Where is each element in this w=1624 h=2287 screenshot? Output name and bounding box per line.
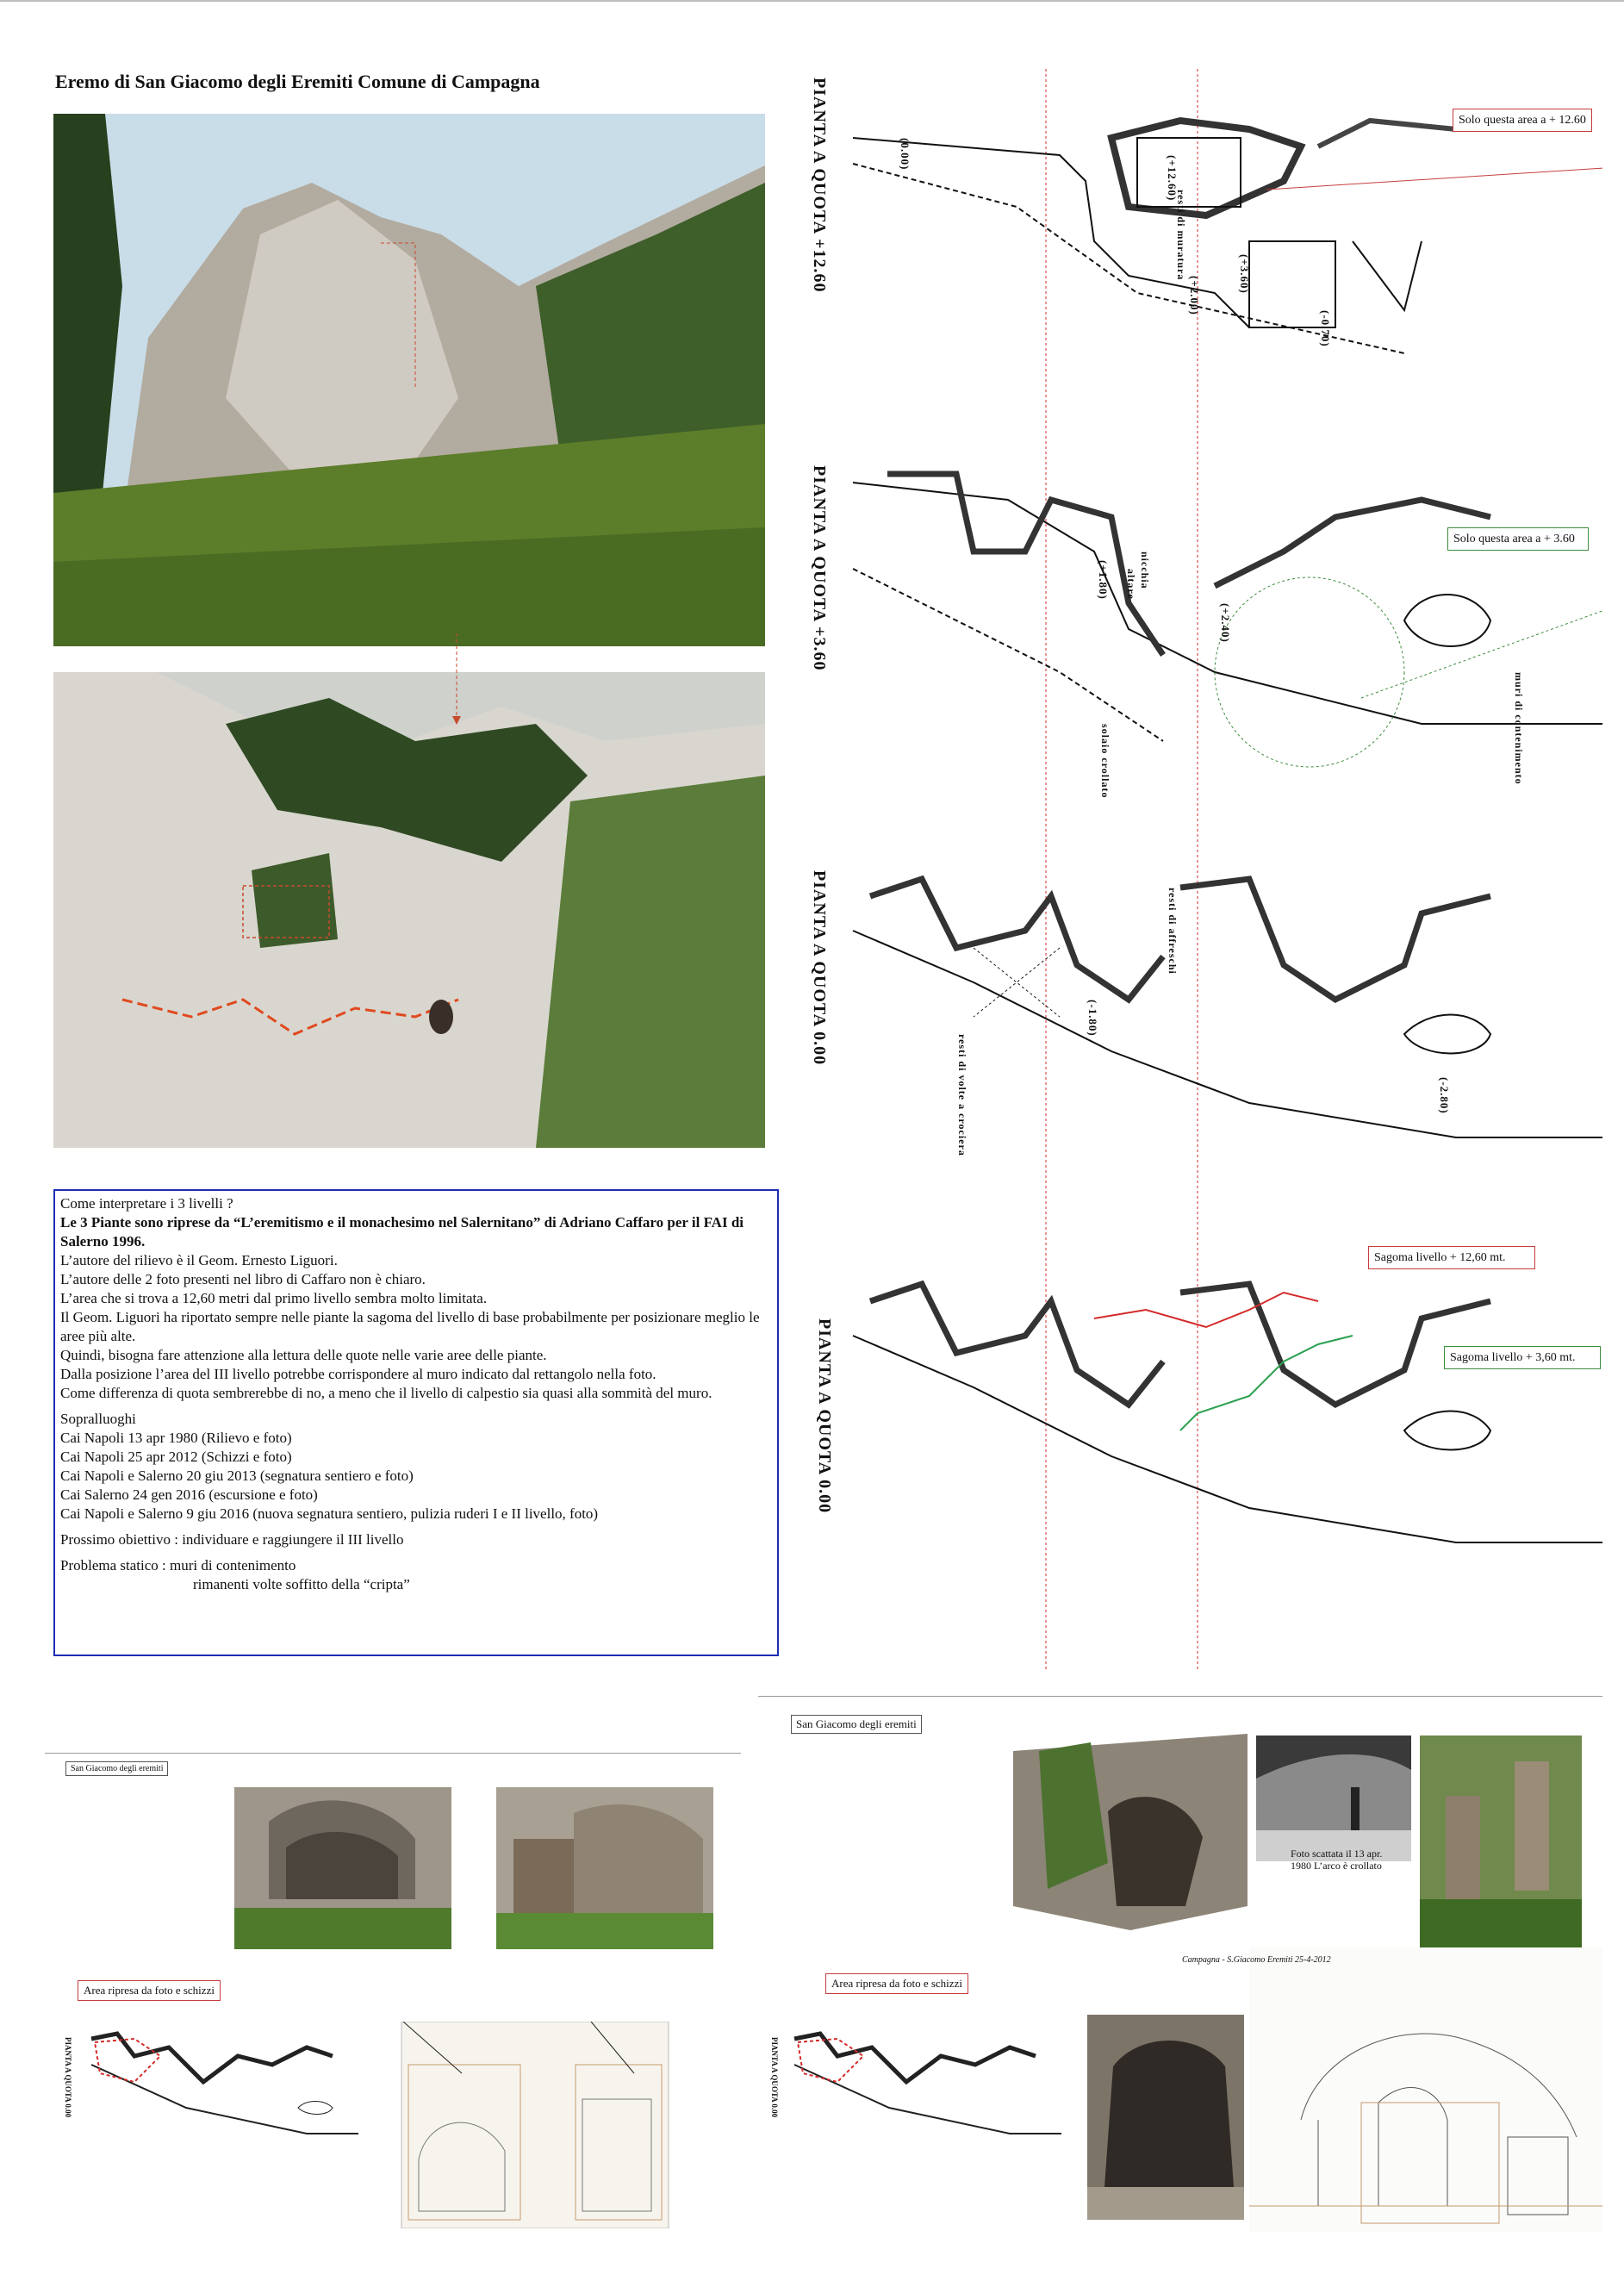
text-line: Come differenza di quota sembrerebbe di … bbox=[60, 1385, 712, 1401]
text-line: Dalla posizione l’area del III livello p… bbox=[60, 1366, 656, 1382]
plan-word: resti di volte a crociera bbox=[956, 1034, 968, 1156]
area-label-left: Area ripresa da foto e schizzi bbox=[78, 1980, 221, 2001]
text-line: Le 3 Piante sono riprese da “L’eremitism… bbox=[60, 1214, 744, 1249]
visit-item: Cai Napoli e Salerno 20 giu 2013 (segnat… bbox=[60, 1468, 414, 1484]
visit-item: Cai Salerno 24 gen 2016 (escursione e fo… bbox=[60, 1486, 318, 1503]
elev-label: (+2.40) bbox=[1219, 603, 1232, 643]
text-line: Come interpretare i 3 livelli ? bbox=[60, 1195, 233, 1212]
panel-label: San Giacomo degli eremiti bbox=[65, 1761, 169, 1776]
mini-plan-and-sketches-left bbox=[90, 2022, 669, 2228]
historic-photo-1980 bbox=[1256, 1736, 1411, 1861]
separator bbox=[45, 1753, 741, 1754]
ruin-wall-photo bbox=[496, 1787, 713, 1949]
plans-drawing bbox=[852, 69, 1602, 1672]
top-rule bbox=[0, 0, 1624, 2]
visits-title: Sopralluoghi bbox=[60, 1411, 136, 1427]
mini-plan-right bbox=[793, 2031, 1061, 2134]
plan-word: resti di affreschi bbox=[1167, 888, 1179, 975]
historic-photo-caption: Foto scattata il 13 apr. 1980 L’arco è c… bbox=[1291, 1848, 1383, 1872]
dashed-arrow bbox=[452, 633, 461, 725]
callout-3-60: Solo questa area a + 3.60 bbox=[1447, 527, 1589, 551]
cave-entrance-photo bbox=[1013, 1734, 1248, 1930]
plan-label-3-60: PIANTA A QUOTA +3.60 bbox=[810, 465, 829, 671]
mini-plan-label: PIANTA A QUOTA 0.00 bbox=[770, 2037, 779, 2118]
visit-item: Cai Napoli e Salerno 9 giu 2016 (nuova s… bbox=[60, 1505, 599, 1522]
elev-label: (-2.80) bbox=[1438, 1077, 1451, 1114]
static-problem-2: rimanenti volte soffitto della “cripta” bbox=[193, 1576, 410, 1592]
text-line: L’autore delle 2 foto presenti nel libro… bbox=[60, 1271, 426, 1287]
elev-label: (0.00) bbox=[899, 138, 912, 171]
sketch-note: Campagna - S.Giacomo Eremiti 25-4-2012 bbox=[1182, 1955, 1331, 1965]
static-problem: Problema statico : muri di contenimento bbox=[60, 1557, 296, 1573]
plan-label-0-00-a: PIANTA A QUOTA 0.00 bbox=[810, 870, 829, 1066]
text-line: Quindi, bisogna fare attenzione alla let… bbox=[60, 1347, 547, 1363]
text-line: Il Geom. Liguori ha riportato sempre nel… bbox=[60, 1309, 760, 1344]
plan-word: resti di muratura bbox=[1175, 190, 1187, 281]
elev-label: (-1.80) bbox=[1086, 1000, 1099, 1037]
plan-word: solaio crollato bbox=[1099, 724, 1111, 799]
callout-sagoma-12-60: Sagoma livello + 12,60 mt. bbox=[1368, 1246, 1535, 1269]
visit-item: Cai Napoli 13 apr 1980 (Rilievo e foto) bbox=[60, 1430, 292, 1446]
area-label-right: Area ripresa da foto e schizzi bbox=[825, 1973, 968, 1994]
text-line: L’autore del rilievo è il Geom. Ernesto … bbox=[60, 1252, 338, 1268]
panel-label: San Giacomo degli eremiti bbox=[791, 1715, 922, 1734]
cave-photo-1 bbox=[234, 1787, 451, 1949]
elev-label: (-0.70) bbox=[1319, 310, 1332, 347]
field-sketch bbox=[1249, 1947, 1602, 2232]
mountain-photo bbox=[53, 114, 765, 646]
plan-word: nicchia bbox=[1139, 551, 1151, 589]
plan-label-0-00-b: PIANTA A QUOTA 0.00 bbox=[815, 1318, 834, 1514]
plan-word: muri di contenimento bbox=[1513, 672, 1525, 785]
callout-12-60: Solo questa area a + 12.60 bbox=[1453, 109, 1592, 132]
elev-label: (+3.60) bbox=[1238, 254, 1251, 294]
interpretation-textbox: Come interpretare i 3 livelli ? Le 3 Pia… bbox=[53, 1189, 779, 1656]
elev-label: (+1.80) bbox=[1097, 560, 1110, 600]
next-goal: Prossimo obiettivo : individuare e raggi… bbox=[60, 1531, 404, 1548]
text-line: L’area che si trova a 12,60 metri dal pr… bbox=[60, 1290, 488, 1306]
ruin-vegetation-photo bbox=[1420, 1736, 1582, 1949]
plan-label-12-60: PIANTA A QUOTA +12.60 bbox=[810, 78, 829, 293]
visit-item: Cai Napoli 25 apr 2012 (Schizzi e foto) bbox=[60, 1449, 292, 1465]
cave-interior-photo bbox=[1087, 2015, 1244, 2220]
elev-label: (+2.00) bbox=[1188, 276, 1201, 315]
separator bbox=[758, 1696, 1602, 1697]
callout-sagoma-3-60: Sagoma livello + 3,60 mt. bbox=[1444, 1346, 1601, 1369]
cliff-ruins-photo bbox=[53, 672, 765, 1148]
plan-word: altare bbox=[1125, 569, 1137, 600]
mini-plan-label: PIANTA A QUOTA 0.00 bbox=[64, 2037, 72, 2118]
page-title: Eremo di San Giacomo degli Eremiti Comun… bbox=[55, 71, 540, 92]
